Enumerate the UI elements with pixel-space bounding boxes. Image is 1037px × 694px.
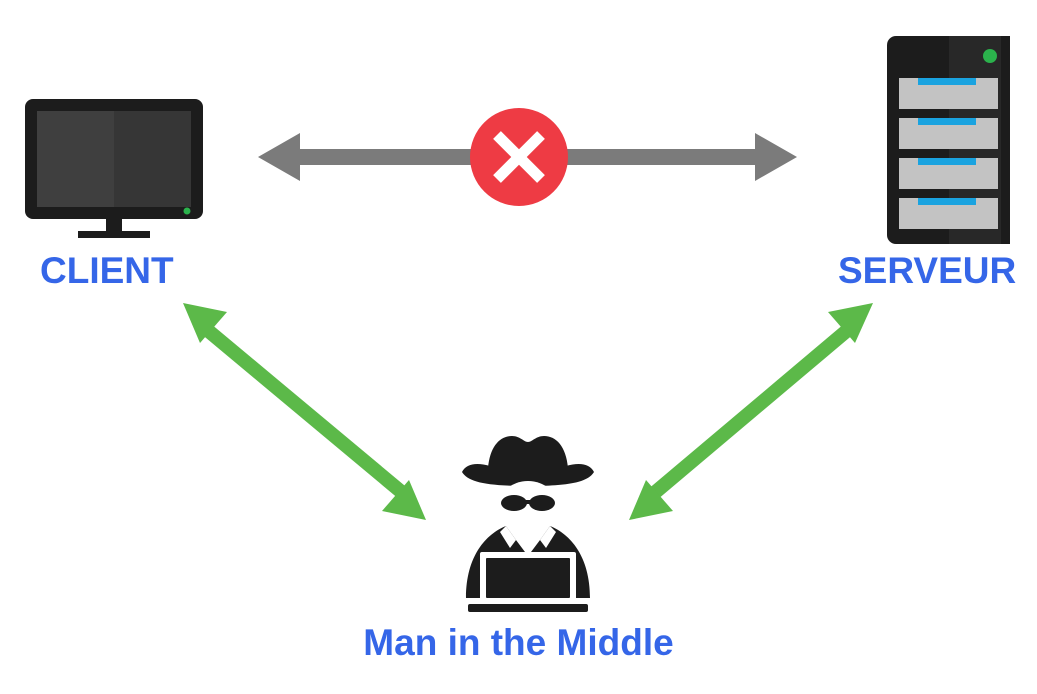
- monitor-icon: [25, 99, 203, 238]
- server-rack-icon: [887, 36, 1010, 244]
- link-attacker-server: [629, 303, 873, 520]
- client-label: CLIENT: [40, 250, 174, 291]
- attacker-label: Man in the Middle: [363, 622, 674, 663]
- arrowhead-server-end: [828, 303, 873, 343]
- arrowhead-right: [755, 133, 797, 181]
- server-drive-bays: [899, 78, 998, 229]
- hacker-spy-icon: [462, 436, 594, 612]
- server-label: SERVEUR: [838, 250, 1017, 291]
- arrowhead-left: [258, 133, 300, 181]
- arrowhead-client-end: [183, 303, 227, 343]
- arrowhead-attacker-end-2: [629, 480, 673, 520]
- blocked-x-icon: [470, 108, 568, 206]
- arrowhead-attacker-end: [382, 480, 426, 520]
- link-client-attacker: [183, 303, 426, 520]
